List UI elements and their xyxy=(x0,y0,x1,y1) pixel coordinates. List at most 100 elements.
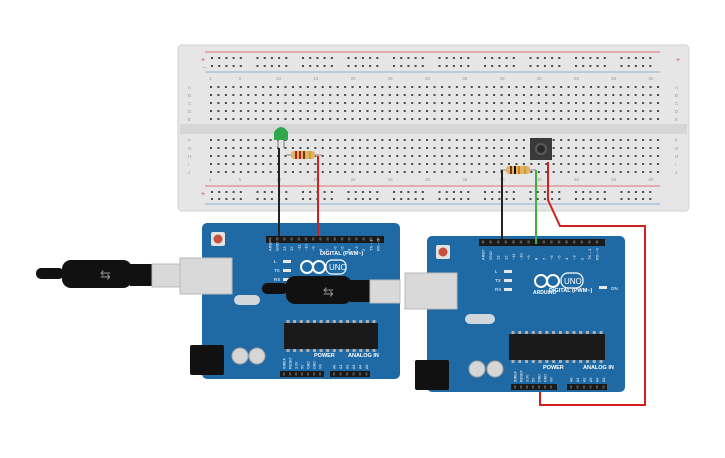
row-top-3-hole[interactable] xyxy=(567,110,570,112)
row-top-4-hole[interactable] xyxy=(552,118,555,120)
rail-bottom-2-hole[interactable] xyxy=(484,198,486,200)
row-top-4-hole[interactable] xyxy=(604,118,607,120)
rail-top-2-hole[interactable] xyxy=(285,65,288,67)
row-bottom-2-hole[interactable] xyxy=(560,155,563,157)
row-top-1-hole[interactable] xyxy=(329,94,332,96)
row-top-3-hole[interactable] xyxy=(619,110,622,112)
row-top-4-hole[interactable] xyxy=(299,118,302,120)
rail-top-1-hole[interactable] xyxy=(361,57,364,59)
rail-bottom-1-hole[interactable] xyxy=(330,191,333,193)
rail-bottom-2-hole[interactable] xyxy=(536,198,539,200)
row-top-2-hole[interactable] xyxy=(478,102,481,104)
rail-top-1-hole[interactable] xyxy=(285,57,288,59)
row-top-2-hole[interactable] xyxy=(418,102,421,104)
row-bottom-3-hole[interactable] xyxy=(493,163,496,165)
rail-bottom-2-hole[interactable] xyxy=(285,198,288,200)
row-bottom-4-hole[interactable] xyxy=(560,171,563,173)
row-top-0-hole[interactable] xyxy=(433,86,436,88)
row-bottom-0-hole[interactable] xyxy=(388,139,391,141)
row-top-0-hole[interactable] xyxy=(403,86,406,88)
row-bottom-2-hole[interactable] xyxy=(515,155,518,157)
row-bottom-0-hole[interactable] xyxy=(433,139,436,141)
row-top-2-hole[interactable] xyxy=(649,102,652,104)
rail-bottom-1-hole[interactable] xyxy=(361,191,364,193)
row-bottom-4-hole[interactable] xyxy=(262,171,265,173)
row-bottom-2-hole[interactable] xyxy=(269,155,272,157)
row-top-0-hole[interactable] xyxy=(217,86,220,88)
row-bottom-4-hole[interactable] xyxy=(597,171,600,173)
rail-top-1-hole[interactable] xyxy=(302,57,304,59)
row-top-0-hole[interactable] xyxy=(210,86,212,88)
rail-top-2-hole[interactable] xyxy=(239,65,242,67)
row-bottom-1-hole[interactable] xyxy=(224,147,227,149)
row-bottom-1-hole[interactable] xyxy=(306,147,309,149)
row-top-1-hole[interactable] xyxy=(277,94,280,96)
row-bottom-2-hole[interactable] xyxy=(582,155,585,157)
row-bottom-0-hole[interactable] xyxy=(210,139,212,141)
rail-top-1-hole[interactable] xyxy=(642,57,645,59)
digital-pin-socket[interactable] xyxy=(312,237,315,241)
rail-top-1-hole[interactable] xyxy=(467,57,470,59)
row-top-1-hole[interactable] xyxy=(575,94,578,96)
row-top-1-hole[interactable] xyxy=(634,94,637,96)
row-bottom-0-hole[interactable] xyxy=(411,139,414,141)
rail-bottom-1-hole[interactable] xyxy=(421,191,424,193)
rail-top-2-hole[interactable] xyxy=(316,65,319,67)
row-top-1-hole[interactable] xyxy=(522,94,525,96)
row-bottom-1-hole[interactable] xyxy=(448,147,451,149)
row-bottom-1-hole[interactable] xyxy=(396,147,399,149)
rail-top-2-hole[interactable] xyxy=(512,65,515,67)
row-top-1-hole[interactable] xyxy=(403,94,406,96)
row-top-0-hole[interactable] xyxy=(359,86,361,88)
row-bottom-3-hole[interactable] xyxy=(552,163,555,165)
row-bottom-2-hole[interactable] xyxy=(210,155,212,157)
row-top-0-hole[interactable] xyxy=(619,86,622,88)
row-top-1-hole[interactable] xyxy=(455,94,458,96)
row-top-0-hole[interactable] xyxy=(344,86,347,88)
row-top-2-hole[interactable] xyxy=(642,102,645,104)
row-top-3-hole[interactable] xyxy=(552,110,555,112)
row-top-3-hole[interactable] xyxy=(306,110,309,112)
power-pin-socket[interactable] xyxy=(520,385,522,389)
rail-bottom-2-hole[interactable] xyxy=(347,198,350,200)
row-bottom-0-hole[interactable] xyxy=(291,139,294,141)
rail-top-1-hole[interactable] xyxy=(407,57,410,59)
row-bottom-2-hole[interactable] xyxy=(239,155,242,157)
row-bottom-4-hole[interactable] xyxy=(373,171,376,173)
rail-bottom-1-hole[interactable] xyxy=(620,191,623,193)
row-bottom-2-hole[interactable] xyxy=(455,155,458,157)
row-bottom-4-hole[interactable] xyxy=(463,171,466,173)
row-top-4-hole[interactable] xyxy=(545,118,548,120)
row-bottom-3-hole[interactable] xyxy=(232,163,235,165)
row-top-1-hole[interactable] xyxy=(463,94,466,96)
row-top-1-hole[interactable] xyxy=(284,94,287,96)
row-bottom-2-hole[interactable] xyxy=(344,155,347,157)
row-top-1-hole[interactable] xyxy=(478,94,481,96)
row-bottom-2-hole[interactable] xyxy=(284,155,287,157)
rail-bottom-2-hole[interactable] xyxy=(309,198,312,200)
rail-bottom-1-hole[interactable] xyxy=(369,191,372,193)
digital-pin-socket[interactable] xyxy=(580,240,583,244)
row-top-0-hole[interactable] xyxy=(239,86,242,88)
row-top-2-hole[interactable] xyxy=(657,102,659,104)
row-top-0-hole[interactable] xyxy=(336,86,339,88)
row-top-3-hole[interactable] xyxy=(597,110,600,112)
power-pin-socket[interactable] xyxy=(313,372,315,376)
row-top-2-hole[interactable] xyxy=(634,102,637,104)
row-top-0-hole[interactable] xyxy=(366,86,369,88)
rail-bottom-1-hole[interactable] xyxy=(309,191,312,193)
row-bottom-2-hole[interactable] xyxy=(567,155,570,157)
row-top-0-hole[interactable] xyxy=(552,86,555,88)
rail-top-2-hole[interactable] xyxy=(232,65,235,67)
row-bottom-4-hole[interactable] xyxy=(239,171,242,173)
row-bottom-0-hole[interactable] xyxy=(254,139,257,141)
row-top-0-hole[interactable] xyxy=(634,86,637,88)
power-pin-socket[interactable] xyxy=(538,385,540,389)
row-bottom-1-hole[interactable] xyxy=(314,147,317,149)
rail-top-2-hole[interactable] xyxy=(270,65,273,67)
digital-pin-socket[interactable] xyxy=(557,240,561,244)
rail-bottom-1-hole[interactable] xyxy=(393,191,395,193)
row-bottom-0-hole[interactable] xyxy=(455,139,458,141)
row-bottom-0-hole[interactable] xyxy=(589,139,592,141)
